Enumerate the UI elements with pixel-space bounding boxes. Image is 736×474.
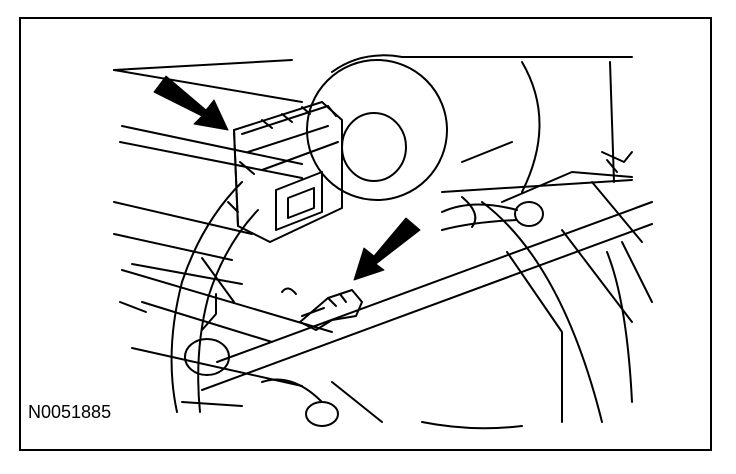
mounting-bolt: [441, 196, 544, 231]
electrical-connector-upper: [227, 101, 343, 243]
figure-id-label: N0051885: [28, 402, 112, 422]
cross-beam: [201, 181, 653, 423]
cylindrical-housing: [306, 54, 633, 203]
lower-components: [181, 338, 523, 430]
electrical-connector-lower: [281, 287, 363, 331]
arrow-connector-upper: [153, 75, 229, 131]
wiring-harness: [170, 181, 259, 413]
callout-arrows: [153, 75, 421, 281]
figure-frame: [19, 17, 712, 451]
line-drawing: [113, 54, 653, 430]
arrow-connector-lower: [353, 217, 421, 281]
